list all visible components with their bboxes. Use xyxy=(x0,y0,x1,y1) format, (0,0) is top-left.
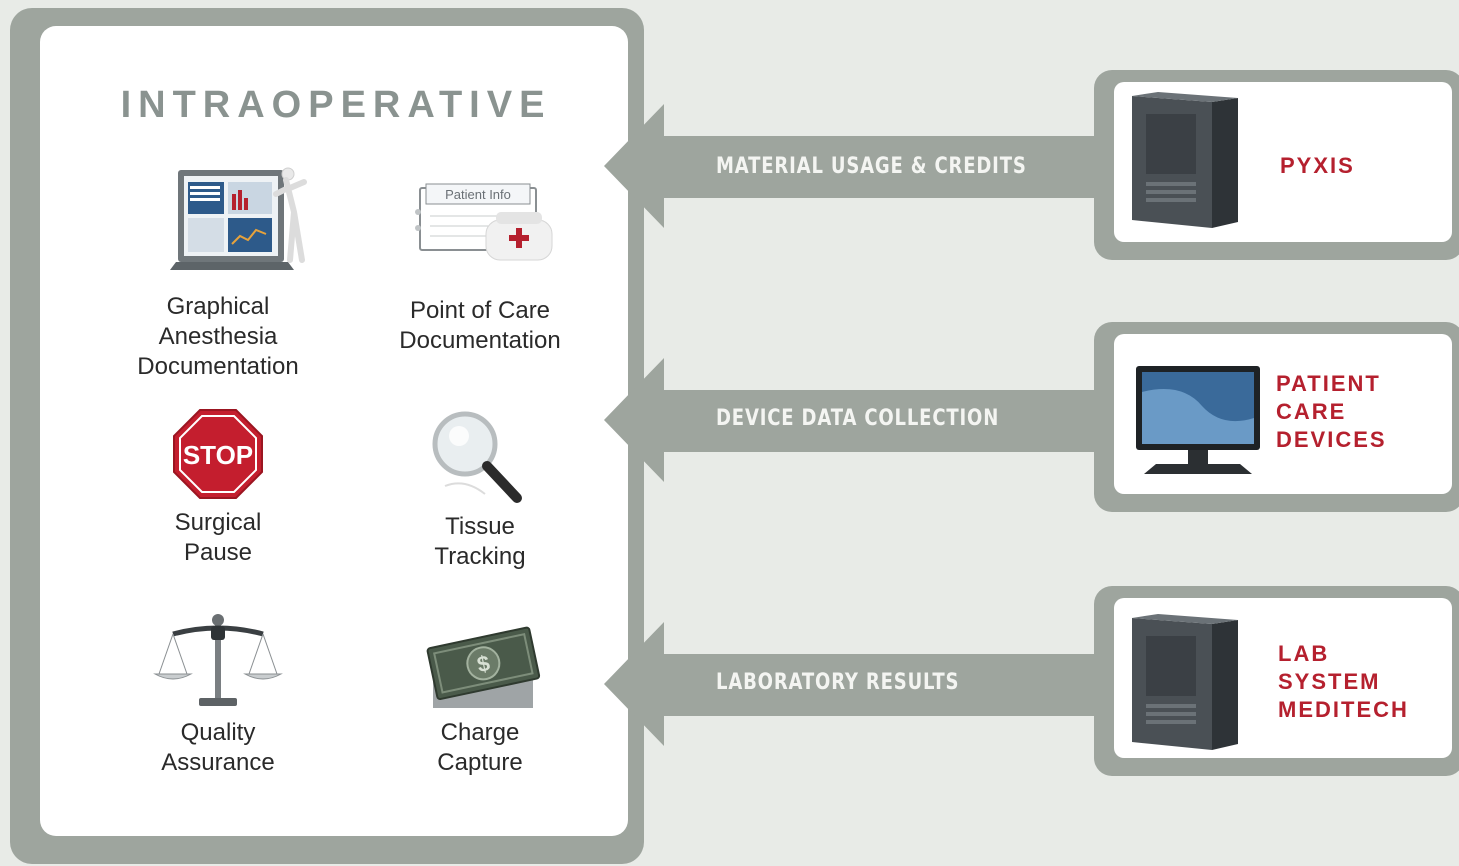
balance-scale-icon xyxy=(153,614,283,706)
flow-arrow-material xyxy=(604,104,1104,228)
panel-title: INTRAOPERATIVE xyxy=(120,84,552,126)
stop-text: STOP xyxy=(183,440,253,470)
flow-arrow-laboratory xyxy=(604,622,1104,746)
system-label-patient-care: PATIENT CARE DEVICES xyxy=(1276,371,1387,452)
monitor-with-figure-icon xyxy=(170,167,307,270)
feature-label: Tissue Tracking xyxy=(434,513,526,570)
feature-quality-assurance: Quality Assurance xyxy=(130,612,306,778)
feature-graphical-anesthesia: Graphical Anesthesia Documentation xyxy=(112,160,324,382)
dollar-text: $ xyxy=(475,650,492,677)
stop-sign-icon: STOP xyxy=(173,409,263,499)
server-tower-icon xyxy=(1132,92,1238,228)
money-bill-icon: $ xyxy=(426,626,541,708)
flow-label-laboratory: LABORATORY RESULTS xyxy=(716,670,960,695)
monitor-icon xyxy=(1136,366,1260,474)
feature-label: Charge Capture xyxy=(437,719,523,776)
flow-arrow-device xyxy=(604,358,1104,482)
feature-point-of-care: Patient Info Point of Care Documentation xyxy=(380,176,580,356)
feature-label: Graphical Anesthesia Documentation xyxy=(137,293,299,380)
system-label-lab: LAB SYSTEM MEDITECH xyxy=(1278,641,1409,722)
patient-info-card-icon: Patient Info xyxy=(415,183,553,261)
feature-surgical-pause: STOP Surgical Pause xyxy=(130,406,306,568)
feature-label: Surgical Pause xyxy=(174,509,262,566)
flow-label-material: MATERIAL USAGE & CREDITS xyxy=(716,154,1027,179)
magnifying-glass-icon xyxy=(432,411,522,503)
server-tower-icon xyxy=(1132,614,1238,750)
system-label-pyxis: PYXIS xyxy=(1280,153,1355,178)
flow-label-device: DEVICE DATA COLLECTION xyxy=(716,406,1000,431)
feature-charge-capture: $ Charge Capture xyxy=(392,612,568,778)
feature-label: Point of Care Documentation xyxy=(399,297,561,354)
feature-tissue-tracking: Tissue Tracking xyxy=(392,406,568,572)
feature-label: Quality Assurance xyxy=(161,719,275,776)
patient-info-text: Patient Info xyxy=(445,187,511,202)
